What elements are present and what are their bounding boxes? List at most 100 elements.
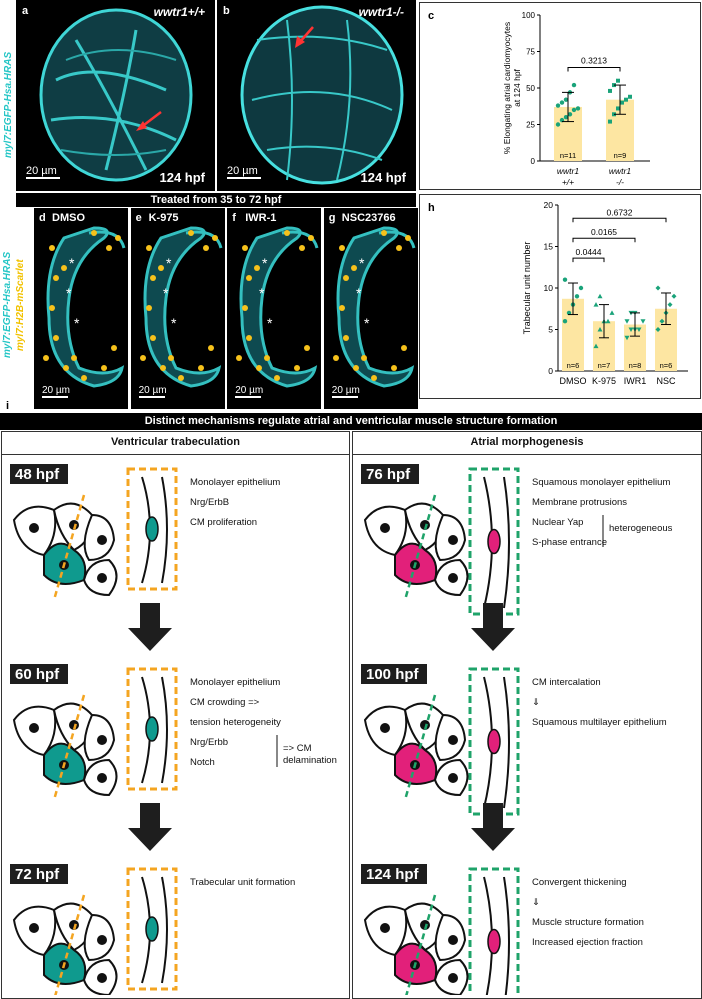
section-box: [468, 467, 520, 616]
data-point: [608, 119, 612, 124]
category-label: NSC: [656, 376, 676, 386]
nucleus: [97, 573, 107, 583]
section-cell: [487, 928, 501, 955]
y-axis-label-line: at 124 hpf: [512, 68, 522, 106]
treated-side-label-2: myl7:H2B-mScarlet: [15, 259, 26, 351]
section-wall: [161, 876, 168, 984]
data-point: [609, 310, 615, 315]
nucleus: [380, 923, 390, 933]
description-line: Nuclear Yap: [532, 517, 583, 528]
description-line: Increased ejection fraction: [532, 937, 643, 948]
scale-label-g: 20 µm: [331, 385, 360, 396]
nucleus: [97, 935, 107, 945]
nucleus: [448, 573, 458, 583]
section-box: [126, 467, 178, 591]
section-wall: [503, 476, 510, 609]
data-point: [671, 293, 677, 299]
micrograph-b: b wwtr1-/- 20 µm 124 hpf: [217, 0, 416, 191]
scale-label-a: 20 µm: [26, 165, 57, 177]
data-point: [578, 285, 584, 291]
panel-d-treatment: DMSO: [52, 212, 85, 224]
y-tick-label: 50: [526, 84, 535, 93]
y-tick-label: 20: [544, 200, 554, 210]
data-point: [659, 318, 665, 324]
description-line: Squamous multilayer epithelium: [532, 717, 667, 728]
scale-bar-f: [235, 396, 262, 398]
category-label: -/-: [616, 177, 624, 187]
significance-bracket: [567, 67, 621, 72]
data-point: [616, 78, 620, 83]
panel-d-letter: d: [39, 212, 46, 224]
nucleus: [420, 520, 430, 530]
panel-a-genotype: wwtr1+/+: [153, 5, 205, 19]
bar: [624, 324, 646, 371]
svg-text:*: *: [359, 255, 365, 271]
nucleus: [29, 523, 39, 533]
data-point: [624, 319, 630, 324]
nucleus: [29, 723, 39, 733]
y-tick-label: 75: [526, 48, 535, 57]
nucleus: [29, 923, 39, 933]
nucleus: [448, 773, 458, 783]
svg-text:*: *: [166, 255, 172, 271]
section-wall: [503, 676, 510, 809]
section-line: [403, 694, 437, 801]
data-point: [636, 327, 642, 332]
section-box: [468, 867, 520, 995]
description-line: S-phase entrance: [532, 537, 607, 548]
data-point: [562, 319, 568, 324]
nucleus: [69, 720, 79, 730]
svg-text:*: *: [66, 285, 72, 301]
data-point: [562, 277, 568, 282]
stage-arrow: [128, 803, 172, 851]
scale-label-b: 20 µm: [227, 165, 258, 177]
nucleus: [448, 535, 458, 545]
bracket-text: delamination: [283, 755, 337, 766]
stage-arrow: [471, 803, 515, 851]
y-tick-label: 0: [548, 366, 553, 376]
scale-bar-b: [227, 177, 261, 179]
nucleus: [380, 523, 390, 533]
scale-label-f: 20 µm: [235, 385, 264, 396]
svg-text:*: *: [267, 315, 273, 331]
panel-i-letter: i: [6, 400, 10, 412]
p-value: 0.6732: [607, 207, 633, 217]
stage-badge: [10, 664, 68, 684]
section-line: [52, 494, 86, 601]
data-point: [571, 82, 577, 88]
n-label: n=6: [567, 361, 580, 370]
stage-badge: [10, 864, 68, 884]
description-line: Convergent thickening: [532, 877, 627, 888]
bracket-text: heterogeneous: [609, 523, 673, 534]
panel-e-letter: e: [135, 212, 142, 224]
atrium-column-title: Atrial morphogenesis: [470, 436, 584, 448]
panel-g-treatment: NSC23766: [341, 212, 396, 224]
bracket-text: => CM: [283, 743, 312, 754]
heart-section-e: * * *: [139, 226, 223, 388]
svg-text:*: *: [74, 315, 80, 331]
heart-image-b: [240, 5, 404, 185]
data-point: [597, 293, 603, 299]
micrograph-a: a wwtr1+/+ 20 µm 124 hpf: [16, 0, 215, 191]
section-cell: [487, 728, 501, 755]
treated-side-label-1: myl7:EGFP-Hsa.HRAS: [2, 251, 13, 359]
y-tick-label: 25: [526, 121, 535, 130]
heart-section-g: * * *: [332, 226, 416, 388]
stage-label: 124 hpf: [366, 866, 420, 883]
data-point: [608, 88, 612, 93]
data-point: [667, 302, 673, 308]
data-point: [620, 100, 624, 105]
description-line: ⇓: [532, 897, 540, 908]
ventricle-title-rule: [2, 454, 349, 455]
data-point: [563, 115, 569, 120]
data-point: [593, 343, 599, 349]
y-tick-label: 0: [531, 157, 536, 166]
significance-bracket: [572, 257, 605, 263]
